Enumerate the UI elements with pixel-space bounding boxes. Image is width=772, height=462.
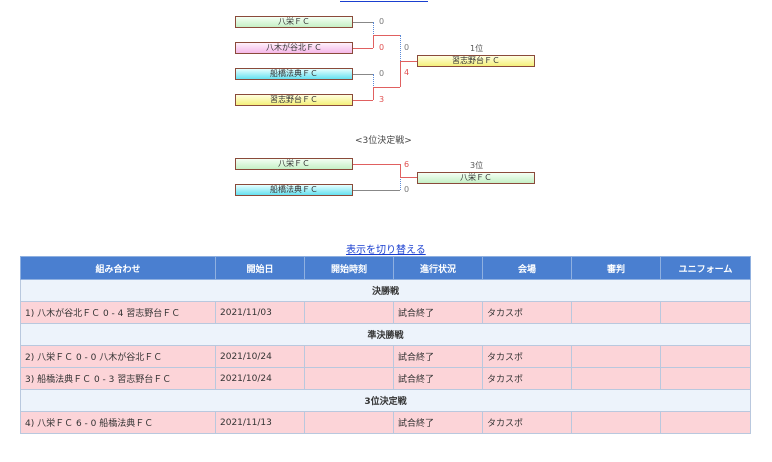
champion-rank-label: 1位: [470, 44, 484, 53]
champion-box[interactable]: 習志野台ＦＣ: [417, 55, 535, 67]
score-third-top: 6: [404, 160, 410, 169]
status-cell: 試合終了: [393, 367, 483, 390]
team-box-semi1-top[interactable]: 八栄ＦＣ: [235, 16, 353, 28]
bracket-line: [400, 35, 401, 61]
third-place-title: <3位決定戦>: [355, 136, 412, 146]
top-link-underline[interactable]: [340, 0, 428, 2]
third-place-winner-box[interactable]: 八栄ＦＣ: [417, 172, 535, 184]
time-cell: [304, 367, 394, 390]
date-cell: 2021/11/03: [215, 301, 305, 324]
column-header-status[interactable]: 進行状況: [393, 256, 483, 280]
date-cell: 2021/11/13: [215, 411, 305, 434]
round-header-row: 準決勝戦: [20, 323, 751, 346]
round-title-semifinal: 準決勝戦: [20, 323, 751, 346]
round-header-row: 決勝戦: [20, 279, 751, 302]
bracket-line: [353, 190, 400, 191]
column-header-referee[interactable]: 審判: [571, 256, 661, 280]
score-final-bottom: 4: [404, 68, 410, 77]
uniform-cell: [660, 301, 751, 324]
bracket-line: [373, 87, 374, 100]
table-row[interactable]: 3) 船橋法典ＦＣ 0 - 3 習志野台ＦＣ 2021/10/24 試合終了 タ…: [20, 367, 751, 390]
team-box-semi1-bottom[interactable]: 八木が谷北ＦＣ: [235, 42, 353, 54]
bracket-line: [353, 48, 373, 49]
status-cell: 試合終了: [393, 411, 483, 434]
referee-cell: [571, 345, 661, 368]
table-row[interactable]: 2) 八栄ＦＣ 0 - 0 八木が谷北ＦＣ 2021/10/24 試合終了 タカ…: [20, 345, 751, 368]
venue-cell: タカスポ: [482, 301, 572, 324]
results-table: 組み合わせ 開始日 開始時刻 進行状況 会場 審判 ユニフォーム 決勝戦 1) …: [20, 256, 751, 434]
column-header-date[interactable]: 開始日: [215, 256, 305, 280]
date-cell: 2021/10/24: [215, 345, 305, 368]
bracket-line: [400, 177, 401, 190]
bracket-line: [353, 164, 400, 165]
uniform-cell: [660, 367, 751, 390]
bracket-line: [400, 164, 401, 178]
toggle-display-link[interactable]: 表示を切り替える: [346, 245, 426, 256]
time-cell: [304, 301, 394, 324]
bracket-line: [400, 61, 417, 62]
status-cell: 試合終了: [393, 301, 483, 324]
venue-cell: タカスポ: [482, 345, 572, 368]
score-third-bottom: 0: [404, 185, 410, 194]
column-header-time[interactable]: 開始時刻: [304, 256, 394, 280]
score-semi2-bottom: 3: [379, 95, 385, 104]
column-header-uniform[interactable]: ユニフォーム: [660, 256, 751, 280]
referee-cell: [571, 367, 661, 390]
bracket-line: [373, 87, 400, 88]
round-header-row: 3位決定戦: [20, 389, 751, 412]
round-title-final: 決勝戦: [20, 279, 751, 302]
table-row[interactable]: 4) 八栄ＦＣ 6 - 0 船橋法典ＦＣ 2021/11/13 試合終了 タカス…: [20, 411, 751, 434]
table-header-row: 組み合わせ 開始日 開始時刻 進行状況 会場 審判 ユニフォーム: [20, 256, 751, 280]
referee-cell: [571, 301, 661, 324]
table-row[interactable]: 1) 八木が谷北ＦＣ 0 - 4 習志野台ＦＣ 2021/11/03 試合終了 …: [20, 301, 751, 324]
score-semi1-bottom: 0: [379, 43, 385, 52]
referee-cell: [571, 411, 661, 434]
score-semi1-top: 0: [379, 17, 385, 26]
team-box-third-top[interactable]: 八栄ＦＣ: [235, 158, 353, 170]
venue-cell: タカスポ: [482, 411, 572, 434]
score-final-top: 0: [404, 43, 410, 52]
bracket-line: [353, 74, 373, 75]
team-box-semi2-top[interactable]: 船橋法典ＦＣ: [235, 68, 353, 80]
bracket-line: [373, 35, 374, 48]
match-cell[interactable]: 1) 八木が谷北ＦＣ 0 - 4 習志野台ＦＣ: [20, 301, 216, 324]
status-cell: 試合終了: [393, 345, 483, 368]
bracket-line: [353, 22, 373, 23]
bracket-line: [353, 100, 373, 101]
match-cell[interactable]: 4) 八栄ＦＣ 6 - 0 船橋法典ＦＣ: [20, 411, 216, 434]
score-semi2-top: 0: [379, 69, 385, 78]
venue-cell: タカスポ: [482, 367, 572, 390]
uniform-cell: [660, 411, 751, 434]
round-title-third-place: 3位決定戦: [20, 389, 751, 412]
bracket-line: [373, 35, 400, 36]
column-header-venue[interactable]: 会場: [482, 256, 572, 280]
time-cell: [304, 411, 394, 434]
column-header-match[interactable]: 組み合わせ: [20, 256, 216, 280]
date-cell: 2021/10/24: [215, 367, 305, 390]
time-cell: [304, 345, 394, 368]
bracket-line: [400, 61, 401, 87]
team-box-third-bottom[interactable]: 船橋法典ＦＣ: [235, 184, 353, 196]
match-cell[interactable]: 3) 船橋法典ＦＣ 0 - 3 習志野台ＦＣ: [20, 367, 216, 390]
bracket-line: [400, 177, 417, 178]
match-cell[interactable]: 2) 八栄ＦＣ 0 - 0 八木が谷北ＦＣ: [20, 345, 216, 368]
team-box-semi2-bottom[interactable]: 習志野台ＦＣ: [235, 94, 353, 106]
third-place-rank-label: 3位: [470, 161, 484, 170]
uniform-cell: [660, 345, 751, 368]
